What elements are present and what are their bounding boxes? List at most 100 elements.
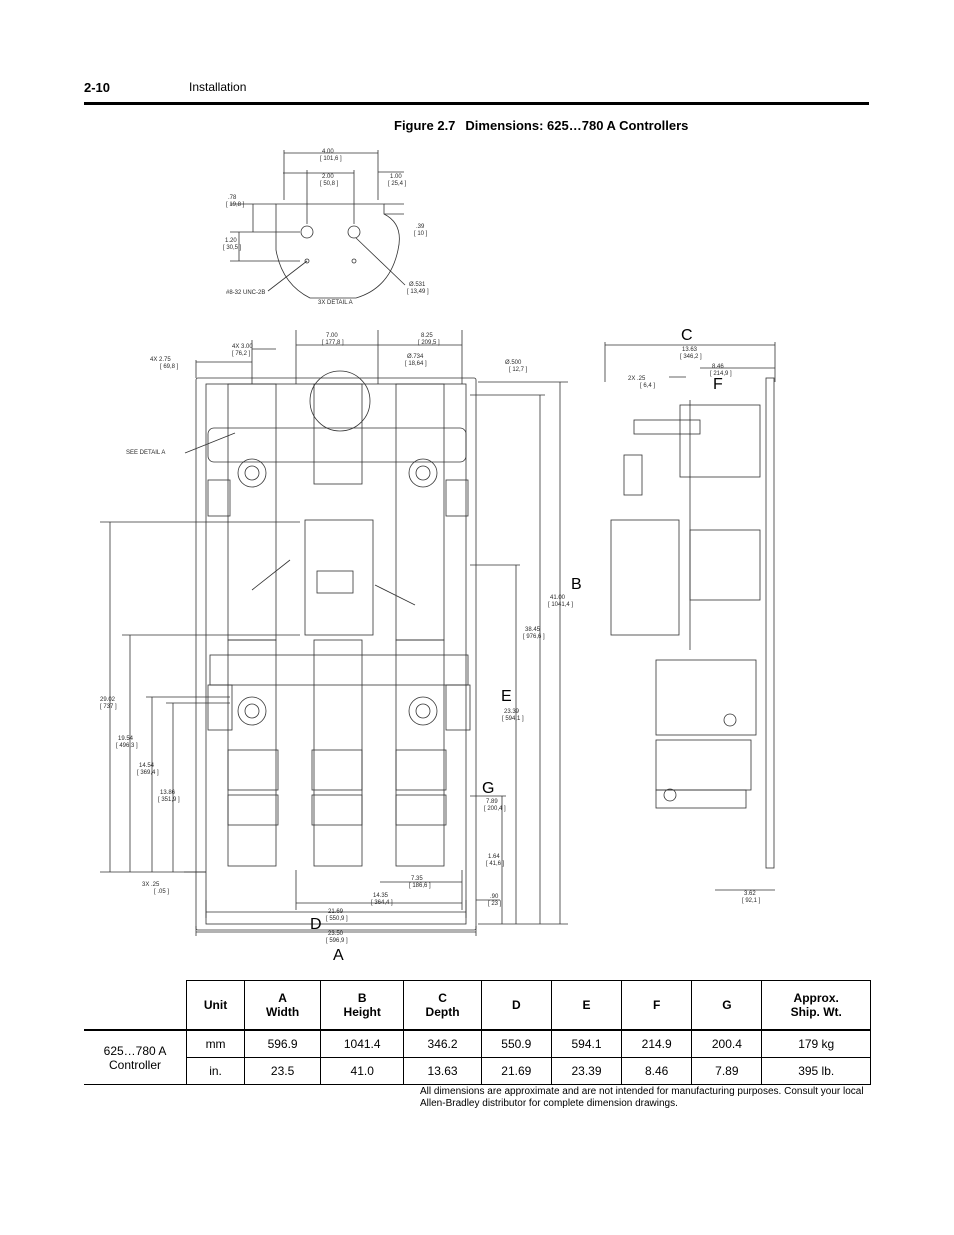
dim-1454: 14.54 bbox=[139, 763, 155, 769]
page-number: 2-10 bbox=[84, 80, 111, 95]
table-cell: 594.1 bbox=[550, 1029, 623, 1058]
table-cell: in. bbox=[185, 1057, 246, 1085]
table-cell: 13.63 bbox=[403, 1057, 482, 1085]
dim-1386-mm: [ 351,9 ] bbox=[158, 797, 180, 803]
dim-2169-mm: [ 550,9 ] bbox=[326, 916, 348, 922]
dim-200: 2.00 bbox=[322, 174, 334, 180]
table-header: D bbox=[480, 980, 552, 1031]
detail-a bbox=[230, 150, 406, 299]
dim-275: 4X 2.75 bbox=[150, 357, 171, 363]
dim-39: .39 bbox=[416, 224, 425, 230]
see-detail-a: SEE DETAIL A bbox=[126, 450, 165, 456]
dim-100-mm: [ 25,4 ] bbox=[388, 181, 407, 187]
table-cell: 200.4 bbox=[691, 1029, 763, 1058]
header-rule bbox=[84, 102, 869, 105]
dim-500: Ø.500 bbox=[505, 360, 522, 366]
label-a: A bbox=[333, 947, 344, 964]
dim-846-mm: [ 214,9 ] bbox=[710, 371, 732, 377]
label-f: F bbox=[713, 376, 723, 393]
dim-1954-mm: [ 496,3 ] bbox=[116, 743, 138, 749]
dim-735-mm: [ 186,6 ] bbox=[409, 883, 431, 889]
dim-825: 8.25 bbox=[421, 333, 433, 339]
dim-25-mm: [ .05 ] bbox=[154, 889, 169, 895]
dim-1454-mm: [ 369,4 ] bbox=[137, 770, 159, 776]
label-c: C bbox=[681, 327, 693, 344]
dim-78-mm: [ 19,8 ] bbox=[226, 202, 245, 208]
dim-39-mm: [ 10 ] bbox=[414, 231, 428, 237]
dim-25s-mm: [ 6,4 ] bbox=[640, 383, 655, 389]
dim-25s: 2X .25 bbox=[628, 376, 646, 382]
dim-2902: 29.02 bbox=[100, 697, 116, 703]
dim-1954: 19.54 bbox=[118, 736, 134, 742]
table-row: 625…780 A Controller mm 596.9 1041.4 346… bbox=[84, 1029, 871, 1085]
table-cell: 8.46 bbox=[621, 1057, 693, 1085]
side-view bbox=[604, 342, 776, 891]
table-cell: 596.9 bbox=[244, 1029, 322, 1058]
dim-thread: #8-32 UNC-2B bbox=[226, 290, 265, 296]
dim-2350: 23.50 bbox=[328, 931, 344, 937]
table-row: in. 23.5 41.0 13.63 21.69 23.39 8.46 7.8… bbox=[84, 1057, 871, 1085]
table-cell: 21.69 bbox=[480, 1057, 552, 1085]
dim-1435: 14.35 bbox=[373, 893, 389, 899]
dim-120: 1.20 bbox=[225, 238, 237, 244]
detail-caption: 3X DETAIL A bbox=[318, 300, 353, 306]
section-title: Installation bbox=[189, 80, 247, 94]
dim-275-mm: [ 69,8 ] bbox=[160, 364, 179, 370]
dim-2339: 23.39 bbox=[504, 709, 520, 715]
table-cell: 23.5 bbox=[244, 1057, 322, 1085]
dim-3845-mm: [ 976,6 ] bbox=[523, 634, 545, 640]
dim-90: .90 bbox=[490, 894, 499, 900]
dim-789-mm: [ 200,4 ] bbox=[484, 806, 506, 812]
dim-846: 8.46 bbox=[712, 364, 724, 370]
dim-164: 1.64 bbox=[488, 854, 500, 860]
dim-90-mm: [ 23 ] bbox=[488, 901, 502, 907]
dim-2350-mm: [ 596,9 ] bbox=[326, 938, 348, 944]
label-e: E bbox=[501, 688, 512, 705]
dim-1363-mm: [ 346,2 ] bbox=[680, 354, 702, 360]
table-cell: mm bbox=[185, 1029, 246, 1058]
dimension-drawing: 4.00 [ 101,6 ] 2.00 [ 50,8 ] 1.00 [ 25,4… bbox=[100, 149, 776, 964]
figure-caption: Dimensions: 625…780 A Controllers bbox=[465, 118, 689, 133]
label-g: G bbox=[482, 780, 494, 797]
dim-2169: 21.69 bbox=[328, 909, 344, 915]
dim-789: 7.89 bbox=[486, 799, 498, 805]
footnote: All dimensions are approximate and are n… bbox=[420, 1086, 864, 1109]
dim-300: 4X 3.00 bbox=[232, 344, 253, 350]
row-label: 625…780 A Controller bbox=[84, 1029, 187, 1085]
label-b: B bbox=[571, 576, 582, 593]
dim-200-mm: [ 50,8 ] bbox=[320, 181, 339, 187]
dim-700: 7.00 bbox=[326, 333, 338, 339]
dim-25: 3X .25 bbox=[142, 882, 160, 888]
dim-2902-mm: [ 737 ] bbox=[100, 704, 117, 710]
front-view bbox=[100, 330, 568, 936]
dim-500-mm: [ 12,7 ] bbox=[509, 367, 528, 373]
table-cell: 550.9 bbox=[480, 1029, 552, 1058]
dim-1435-mm: [ 364,4 ] bbox=[371, 900, 393, 906]
dim-100: 1.00 bbox=[390, 174, 402, 180]
table-cell: 395 lb. bbox=[761, 1057, 871, 1085]
dim-300-mm: [ 76,2 ] bbox=[232, 351, 251, 357]
dim-120-mm: [ 30,5 ] bbox=[223, 245, 242, 251]
dim-362-mm: [ 92,1 ] bbox=[742, 898, 761, 904]
dim-hole-mm: [ 13,49 ] bbox=[407, 289, 429, 295]
table-header: Approx.Ship. Wt. bbox=[761, 980, 871, 1031]
dim-400-mm: [ 101,6 ] bbox=[320, 156, 342, 162]
table-header: Unit bbox=[185, 980, 246, 1031]
dim-362: 3.62 bbox=[744, 891, 756, 897]
dim-735: 7.35 bbox=[411, 876, 423, 882]
table-header: E bbox=[550, 980, 623, 1031]
table-cell: 23.39 bbox=[550, 1057, 623, 1085]
table-corner bbox=[84, 980, 187, 1031]
table-header: G bbox=[691, 980, 763, 1031]
table-header: F bbox=[621, 980, 693, 1031]
dim-hole: Ø.531 bbox=[409, 282, 426, 288]
dim-700-mm: [ 177,8 ] bbox=[322, 340, 344, 346]
table-cell: 214.9 bbox=[621, 1029, 693, 1058]
dim-1386: 13.86 bbox=[160, 790, 176, 796]
